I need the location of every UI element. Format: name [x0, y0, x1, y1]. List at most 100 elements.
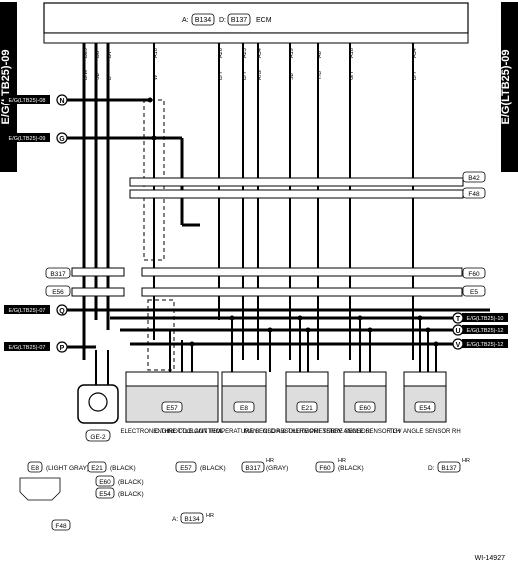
ref-text: E/G(LTB25)-08 — [9, 98, 46, 104]
ecm-pin-color: B — [107, 76, 113, 80]
legend-b134-hr: HR — [206, 513, 214, 519]
off-page-ref[interactable]: E/G(LTB25)-08 N — [4, 94, 68, 106]
legend-e54-color: (BLACK) — [118, 491, 144, 498]
ground-label: GE-2 — [90, 434, 106, 441]
wires — [66, 43, 490, 385]
ecm-conn-d: B137 — [231, 17, 247, 24]
ref-key: N — [59, 98, 64, 105]
figure-id: WI-14927 — [475, 555, 505, 562]
ecm-pin-number: A34 — [257, 48, 263, 58]
ecm-pin-color: R/G — [257, 70, 263, 80]
side-tab-text-right: E/G(LTB25)-09 — [500, 50, 512, 125]
legend-b134: B134 — [184, 516, 200, 523]
legend-e54: E54 — [99, 491, 111, 498]
legend-e8: E8 — [31, 465, 39, 472]
ecm-pin-number: A19 — [289, 48, 295, 58]
off-page-ref[interactable]: E/G(LTB25)-07 Q — [4, 304, 68, 316]
ecm-pin-color: Sb — [289, 73, 295, 80]
ref-key: U — [455, 328, 460, 335]
side-tab: E/G(LTB25)-09 E/G(LTB25)-09 — [0, 2, 518, 172]
ref-key: V — [456, 342, 461, 349]
ecm-pin-number: D7 — [107, 51, 113, 58]
legend-b137-hr: HR — [462, 458, 470, 464]
ecm-pin-color: B/Y — [412, 71, 418, 80]
side-tab-text-left: E/G(LTB25)-09 — [0, 50, 12, 125]
sensor-id: E21 — [301, 405, 313, 412]
sensor-id: E8 — [240, 405, 248, 412]
ecm-label: ECM — [256, 17, 272, 24]
ecm-block: A: B134 D: B137 ECM — [43, 2, 469, 44]
off-page-ref[interactable]: E/G(LTB25)-10 T — [452, 312, 508, 324]
ecm-pin-number: A6 — [317, 51, 323, 58]
sensor-label: TGV ANGLE SENSOR RH — [389, 429, 460, 435]
ecm-pin-color: G/Y — [349, 70, 355, 80]
sensor-label: ELECTRONIC THROTTLE CONTROL — [121, 429, 225, 435]
junction-label: E56 — [52, 289, 64, 296]
connector-legend: E8 (LIGHT GRAY) E21 (BLACK) E60 (BLACK) … — [19, 458, 470, 531]
legend-b317-hr: HR — [266, 458, 274, 464]
ecm-pin-number: D8 — [95, 51, 101, 58]
off-page-ref[interactable]: E/G(LTB25)-07 P — [4, 341, 68, 353]
legend-f60-hr: HR — [338, 458, 346, 464]
legend-f60-color: (BLACK) — [338, 465, 364, 472]
ecm-pin-number: D29 — [83, 48, 89, 58]
legend-e57-color: (BLACK) — [200, 465, 226, 472]
ecm-pin-labels: D29B/WD8SbD7BA18WA26B/YA25B/YA34R/GA19Sb… — [83, 48, 418, 80]
ecm-pin-color: B/Y — [218, 71, 224, 80]
ref-text: E/G(LTB25)-12 — [467, 328, 504, 334]
ecm-pin-number: A25 — [242, 48, 248, 58]
ref-text: E/G(LTB25)-12 — [467, 342, 504, 348]
ecm-conn-d-prefix: D: — [219, 17, 226, 24]
sensor-label: MANIFOLD ABSOLUTE PRESSURE SENSOR — [244, 429, 371, 435]
junction-bars — [71, 177, 464, 297]
legend-e8-color: (LIGHT GRAY) — [46, 465, 89, 472]
ecm-pin-color: B/Y — [242, 71, 248, 80]
ecm-pin-number: A26 — [218, 48, 224, 58]
off-page-ref[interactable]: E/G(LTB25)-09 G — [4, 132, 68, 144]
ref-key: P — [60, 345, 65, 352]
ref-text: E/G(LTB25)-10 — [467, 316, 504, 322]
ref-key: T — [456, 316, 461, 323]
off-page-ref[interactable]: E/G(LTB25)-12 U — [452, 324, 508, 336]
legend-a-prefix: A: — [172, 516, 178, 523]
junction-dots — [147, 97, 439, 347]
sensor-id: E54 — [419, 405, 431, 412]
ecm-pin-number: A16 — [349, 48, 355, 58]
legend-e21: E21 — [91, 465, 103, 472]
sensor-label: TGV ANGLE SENSOR LH — [330, 429, 400, 435]
ecm-conn-a: B134 — [195, 17, 211, 24]
off-page-ref[interactable]: E/G(LTB25)-12 V — [452, 338, 508, 350]
legend-f60: F60 — [319, 465, 331, 472]
legend-b317-color: (GRAY) — [266, 465, 288, 472]
ecm-conn-a-prefix: A: — [182, 17, 189, 24]
legend-b317: B317 — [245, 465, 261, 472]
sensor-id: E60 — [359, 405, 371, 412]
sensor-label: ENGINE COOLANT TEMPERATURE SENSOR & THER… — [153, 429, 335, 435]
junction-label: F48 — [468, 191, 480, 198]
sensor-id: E57 — [166, 405, 178, 412]
legend-b137: B137 — [441, 465, 457, 472]
legend-e21-color: (BLACK) — [110, 465, 136, 472]
junction-label: F60 — [468, 271, 480, 278]
legend-e60: E60 — [99, 479, 111, 486]
junction-label: B317 — [50, 271, 66, 278]
ref-text: E/G(LTB25)-09 — [9, 136, 46, 142]
ref-text: E/G(LTB25)-07 — [9, 345, 46, 351]
ecm-pin-color: Y/B — [317, 71, 323, 80]
legend-e57: E57 — [180, 465, 192, 472]
legend-e60-color: (BLACK) — [118, 479, 144, 486]
ref-text: E/G(LTB25)-07 — [9, 308, 46, 314]
ecm-pin-number: A18 — [153, 48, 159, 58]
ref-key: Q — [59, 308, 65, 315]
ecm-pin-color: B/W — [83, 69, 89, 80]
junction-label: B42 — [468, 175, 480, 182]
legend-f48: F48 — [55, 523, 67, 530]
ref-key: G — [59, 136, 65, 143]
